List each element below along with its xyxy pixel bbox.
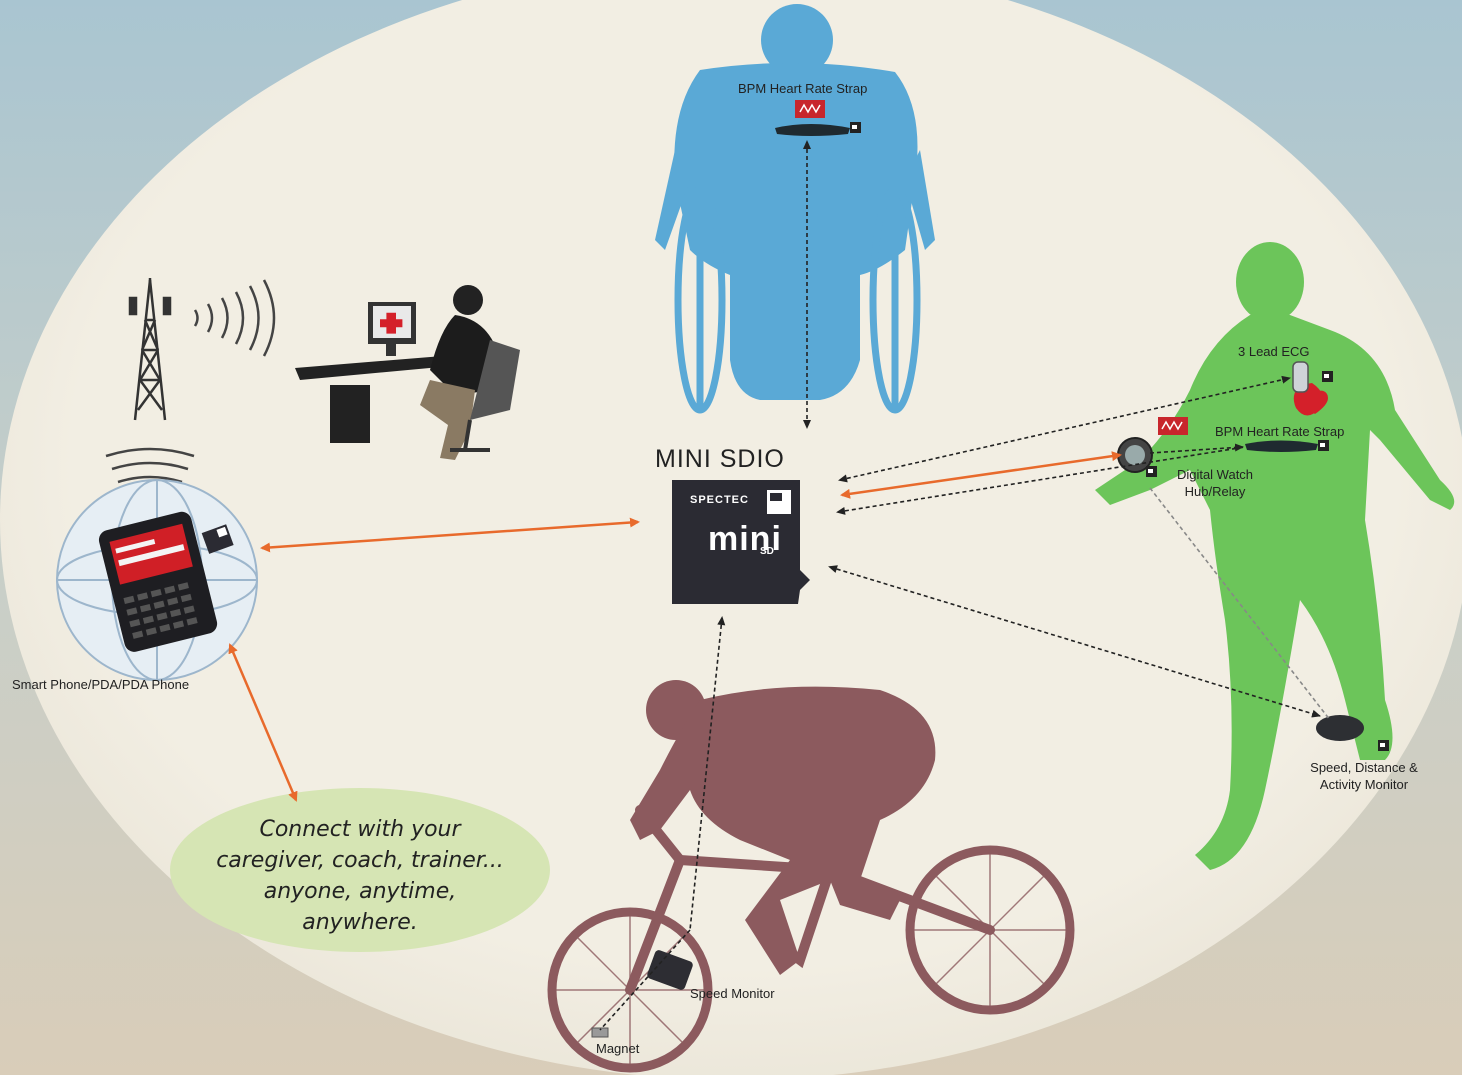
- bubble-line-2: caregiver, coach, trainer...: [216, 848, 504, 873]
- signal-waves-icon: [193, 279, 276, 357]
- wheelchair-heart-strap: [775, 100, 861, 136]
- wheelchair-strap-label: BPM Heart Rate Strap: [738, 81, 868, 96]
- caregiver-at-desk-illustration: [295, 285, 520, 460]
- speed-distance-label-line1: Speed, Distance &: [1310, 760, 1418, 775]
- hub-title: MINI SDIO: [655, 445, 785, 473]
- wheelchair-athlete-figure: [655, 4, 935, 400]
- arrow-speed-monitor-runner: [828, 565, 1321, 718]
- card-brand: SPECTEC: [690, 494, 749, 506]
- globe-phone-illustration: [56, 479, 258, 681]
- cyclist-figure: [547, 680, 1075, 1073]
- speech-bubble-text: Connect with your caregiver, coach, trai…: [190, 814, 530, 938]
- watch-label-line1: Digital Watch: [1176, 467, 1254, 482]
- card-logo-sub: SD: [760, 546, 774, 557]
- arrow-bike-monitor: [689, 616, 726, 931]
- dotted-arrows: [599, 140, 1331, 1031]
- cell-tower-icon: [128, 278, 172, 421]
- speed-distance-label-line2: Activity Monitor: [1319, 777, 1409, 792]
- magnet-label: Magnet: [596, 1041, 640, 1056]
- bubble-line-4: anywhere.: [302, 910, 418, 935]
- mini-sd-card: [672, 480, 810, 604]
- speed-monitor-label: Speed Monitor: [690, 986, 775, 1001]
- watch-label: Digital Watch Hub/Relay: [1165, 466, 1265, 500]
- runner-strap-label: BPM Heart Rate Strap: [1215, 424, 1345, 439]
- phone-label: Smart Phone/PDA/PDA Phone: [12, 677, 190, 692]
- bubble-line-3: anyone, anytime,: [263, 879, 457, 904]
- card-logo: mini: [708, 520, 782, 558]
- arrow-runner-strap: [836, 446, 1246, 515]
- arrow-watch-strap: [1149, 443, 1244, 454]
- watch-label-line2: Hub/Relay: [1184, 484, 1246, 499]
- arrow-magnet: [599, 929, 691, 1031]
- ecg-label: 3 Lead ECG: [1238, 344, 1310, 359]
- bubble-line-1: Connect with your: [259, 817, 461, 842]
- speech-bubble: [170, 788, 550, 952]
- arrow-phone-to-card: [260, 517, 640, 553]
- arrow-phone-to-bubble: [228, 643, 298, 802]
- speed-distance-label: Speed, Distance & Activity Monitor: [1296, 759, 1432, 793]
